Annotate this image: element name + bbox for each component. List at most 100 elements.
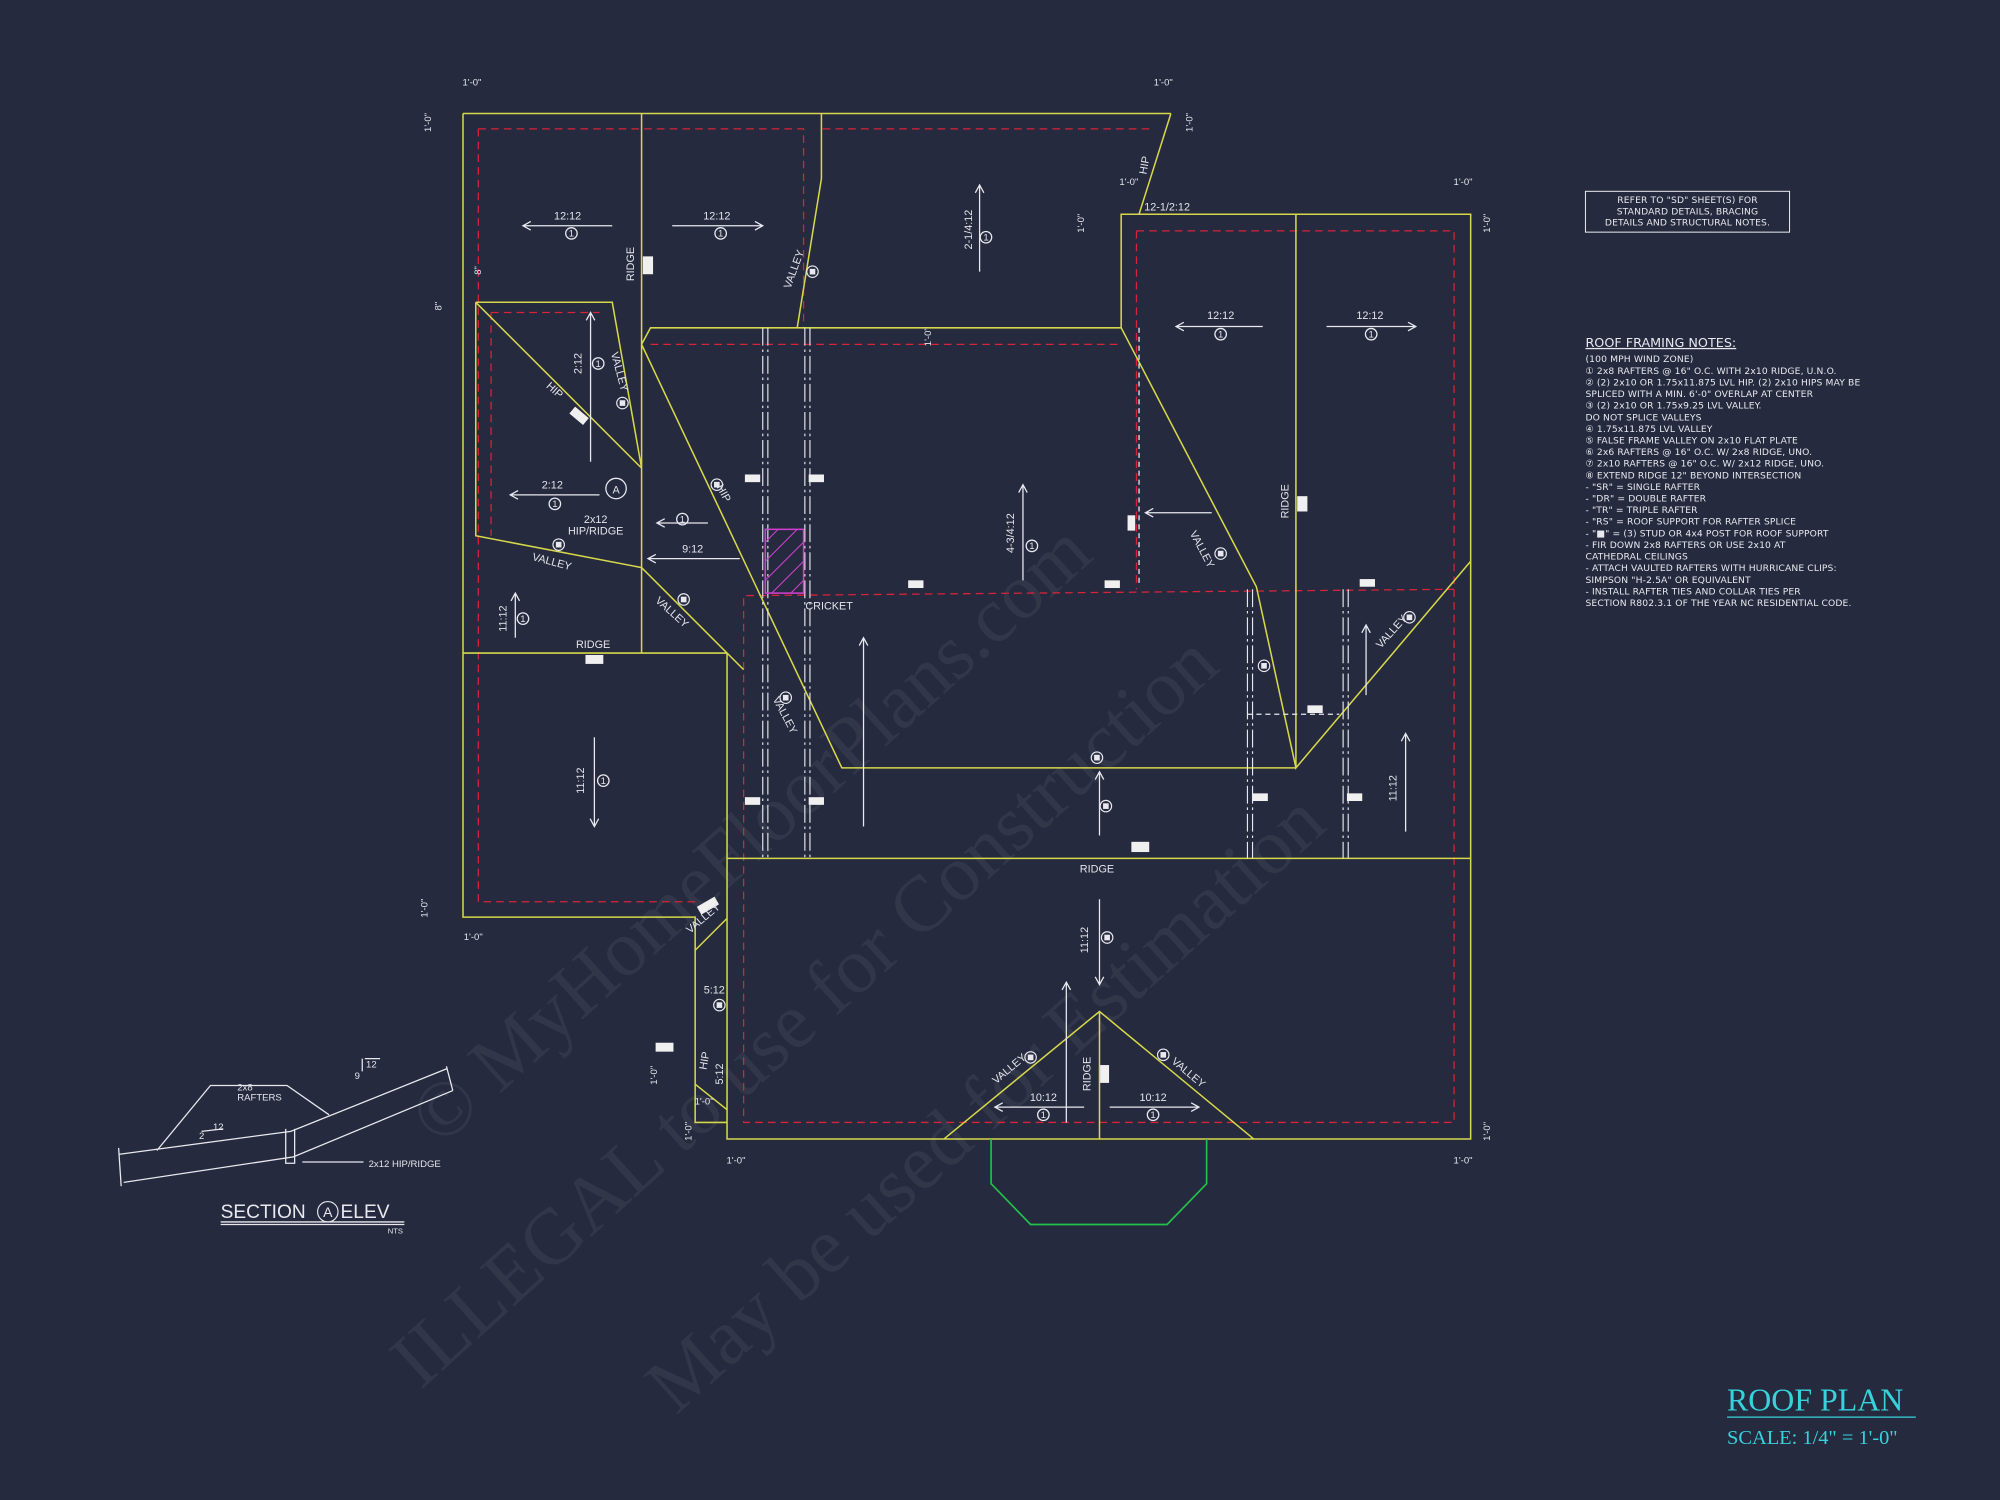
note-line: - FIR DOWN 2x8 RAFTERS OR USE 2x10 AT — [1585, 540, 1785, 551]
rafter-callout-number: 1 — [601, 776, 606, 787]
beam-marker-icon — [655, 1042, 674, 1052]
post-support-icon — [1099, 799, 1113, 813]
roof-label: 12:12 — [554, 210, 581, 222]
roof-label: RIDGE — [1080, 863, 1114, 875]
rafter-callout-number: 1 — [680, 514, 685, 525]
roof-label: 5:12 — [704, 985, 725, 997]
dimension-label: 1'-0" — [683, 1122, 694, 1141]
dimension-label: 1'-0" — [1454, 1155, 1473, 1166]
rafter-callout-number: 1 — [569, 229, 574, 240]
rafter-callout-number: 1 — [1041, 1110, 1046, 1121]
note-line: ③ (2) 2x10 OR 1.75x9.25 LVL VALLEY. — [1585, 401, 1761, 412]
dimension-label: 1'-0" — [1482, 214, 1493, 233]
refer-note-line: DETAILS AND STRUCTURAL NOTES. — [1605, 218, 1770, 229]
roof-label: HIP — [1138, 155, 1153, 175]
beam-marker-icon — [1359, 579, 1375, 587]
note-line: - "DR" = DOUBLE RAFTER — [1585, 494, 1706, 505]
roof-label: RIDGE — [576, 639, 610, 651]
dimension-label: 1'-0" — [1076, 214, 1087, 233]
rafter-callout-number: 1 — [1218, 330, 1223, 341]
note-line: ⑦ 2x10 RAFTERS @ 16" O.C. W/ 2x12 RIDGE,… — [1585, 459, 1824, 470]
slope-arrow-icon — [646, 553, 740, 564]
roof-label: HIP — [697, 1051, 712, 1071]
roof-label: HIP/RIDGE — [568, 525, 623, 537]
note-line: - "RS" = ROOF SUPPORT FOR RAFTER SPLICE — [1585, 517, 1796, 528]
roof-label: 2:12 — [573, 353, 585, 374]
rafter-callout-number: 1 — [1029, 541, 1034, 552]
section-pitch-run: 12 — [213, 1122, 224, 1133]
roof-label: 2-1/4:12 — [963, 210, 975, 250]
section-rafters-label: RAFTERS — [237, 1093, 282, 1104]
post-support-icon — [710, 478, 724, 492]
drawing-scale: SCALE: 1/4" = 1'-0" — [1727, 1427, 1898, 1449]
rafter-callout-number: 1 — [1150, 1110, 1155, 1121]
section-title: ELEV — [341, 1202, 390, 1223]
dimension-label: 1'-0" — [423, 113, 434, 132]
post-support-icon — [806, 265, 819, 278]
roof-label: 9:12 — [682, 543, 703, 555]
roof-label: 12-1/2:12 — [1144, 201, 1190, 213]
rafter-callout-icon — [548, 497, 562, 511]
roof-outline — [462, 112, 1472, 1226]
title-block: ROOF PLAN SCALE: 1/4" = 1'-0" — [1727, 1383, 1916, 1449]
roof-label: 11:12 — [1079, 927, 1091, 953]
roof-label: 12:12 — [1356, 310, 1383, 322]
section-marker: A — [323, 1204, 333, 1220]
roof-framing-notes: ROOF FRAMING NOTES: (100 MPH WIND ZONE)①… — [1585, 336, 1860, 609]
rafter-callout-icon — [1214, 327, 1228, 341]
slope-arrow-icon — [1094, 899, 1105, 987]
roof-label: VALLEY — [531, 551, 573, 573]
beam-marker-icon — [1252, 793, 1268, 802]
roof-label: VALLEY — [770, 695, 799, 736]
roof-label: 2:12 — [542, 480, 563, 492]
roof-label: 2x12 — [584, 514, 607, 526]
roof-label: VALLEY — [1187, 529, 1216, 570]
roof-label: 10:12 — [1030, 1092, 1057, 1104]
slope-arrow-icon — [589, 737, 600, 828]
notes-heading: ROOF FRAMING NOTES: — [1585, 336, 1736, 351]
roof-label: 12:12 — [703, 210, 730, 222]
section-pitch-rise: 9 — [355, 1071, 360, 1082]
dimension-label: 1'-0" — [923, 327, 934, 346]
cricket — [764, 528, 805, 594]
refer-note-line: STANDARD DETAILS, BRACING — [1617, 206, 1759, 217]
note-line: - INSTALL RAFTER TIES AND COLLAR TIES PE… — [1585, 586, 1801, 597]
note-line: - ATTACH VAULTED RAFTERS WITH HURRICANE … — [1585, 563, 1836, 574]
section-rafters-label: 2x8 — [237, 1083, 252, 1094]
roof-label: RIDGE — [1082, 1057, 1094, 1091]
slope-arrow-icon — [993, 1102, 1085, 1112]
beam-marker-icon — [808, 797, 824, 805]
slope-arrow-icon — [1144, 507, 1212, 518]
rafter-callout-icon — [596, 774, 610, 787]
slope-arrow-icon — [1061, 980, 1072, 1123]
roof-label: VALLEY — [1374, 613, 1410, 651]
beam-marker-icon — [1307, 705, 1323, 714]
note-line: ② (2) 2x10 OR 1.75x11.875 LVL HIP. (2) 2… — [1585, 377, 1860, 388]
beam-marker-icon — [696, 896, 719, 915]
beam-marker-icon — [808, 474, 824, 483]
drawing-title: ROOF PLAN — [1727, 1383, 1903, 1418]
dimension-label: 1'-0" — [1119, 177, 1138, 188]
slope-arrow-icon — [1094, 770, 1105, 836]
dimension-label: 1'-0" — [1154, 77, 1173, 88]
rafter-callout-number: 1 — [596, 359, 601, 370]
beam-marker-icon — [569, 406, 589, 425]
post-support-icon — [1100, 931, 1114, 944]
beam-marker-icon — [642, 256, 654, 275]
beam-marker-icon — [1297, 496, 1308, 512]
section-title: SECTION — [221, 1202, 306, 1223]
roof-label: 4-3/4:12 — [1005, 513, 1017, 553]
note-line: ④ 1.75x11.875 LVL VALLEY — [1585, 424, 1712, 435]
section-marker-label: A — [612, 485, 620, 497]
roof-label: HIP — [544, 380, 565, 401]
rafter-callout-number: 1 — [983, 233, 988, 244]
note-line: SPLICED WITH A MIN. 6'-0" OVERLAP AT CEN… — [1585, 389, 1813, 400]
dimension-label: 8" — [473, 266, 484, 275]
beam-marker-icon — [1131, 841, 1150, 853]
roof-label: 11:12 — [575, 767, 587, 793]
slope-arrow-icon — [508, 490, 600, 500]
note-line: ⑥ 2x6 RAFTERS @ 16" O.C. W/ 2x8 RIDGE, U… — [1585, 447, 1812, 458]
